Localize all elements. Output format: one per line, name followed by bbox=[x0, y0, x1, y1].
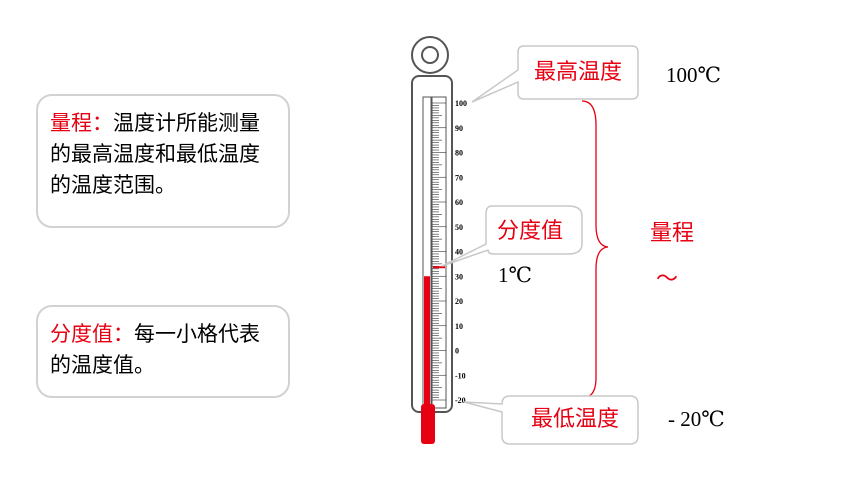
scale-label: 70 bbox=[455, 173, 463, 182]
division-label: 分度值 bbox=[497, 219, 563, 244]
scale-label: 40 bbox=[455, 248, 463, 257]
scale-label: 10 bbox=[455, 322, 463, 331]
range-brace bbox=[581, 100, 609, 399]
scale-ticks bbox=[432, 102, 446, 401]
min-value: - 20℃ bbox=[668, 407, 725, 431]
range-label: 量程 bbox=[650, 221, 694, 246]
scale-label: 60 bbox=[455, 198, 463, 207]
scale-label: 80 bbox=[455, 149, 463, 158]
scale-plate bbox=[431, 96, 447, 409]
range-term: 量程： bbox=[50, 111, 113, 135]
hanger-hole bbox=[421, 46, 439, 64]
range-symbol: ～ bbox=[656, 267, 678, 292]
range-definition-text: 温度计所能测量的最高温度和最低温度的温度范围。 bbox=[50, 111, 260, 197]
scale-label: 90 bbox=[455, 124, 463, 133]
min-label: 最低温度 bbox=[531, 407, 619, 432]
scale-label: 0 bbox=[455, 347, 459, 356]
scale-label: 100 bbox=[455, 99, 467, 108]
scale-label: 50 bbox=[455, 223, 463, 232]
division-callout-bubble bbox=[441, 205, 583, 267]
scale-label: -20 bbox=[455, 396, 466, 405]
thermometer-bulb bbox=[421, 404, 435, 444]
scale-label: 30 bbox=[455, 272, 463, 281]
division-term: 分度值： bbox=[50, 322, 134, 346]
max-value: 100℃ bbox=[666, 63, 721, 87]
division-definition-text: 每一小格代表的温度值。 bbox=[50, 322, 260, 377]
range-definition-card: 量程：温度计所能测量的最高温度和最低温度的温度范围。 bbox=[36, 94, 290, 228]
division-value: 1℃ bbox=[498, 263, 532, 287]
max-callout-bubble bbox=[471, 45, 639, 103]
scale-label: -10 bbox=[455, 371, 466, 380]
scale-label: 20 bbox=[455, 297, 463, 306]
max-label: 最高温度 bbox=[534, 60, 622, 85]
liquid-column bbox=[424, 276, 430, 410]
division-definition-card: 分度值：每一小格代表的温度值。 bbox=[36, 305, 290, 398]
min-callout-bubble bbox=[463, 395, 639, 445]
